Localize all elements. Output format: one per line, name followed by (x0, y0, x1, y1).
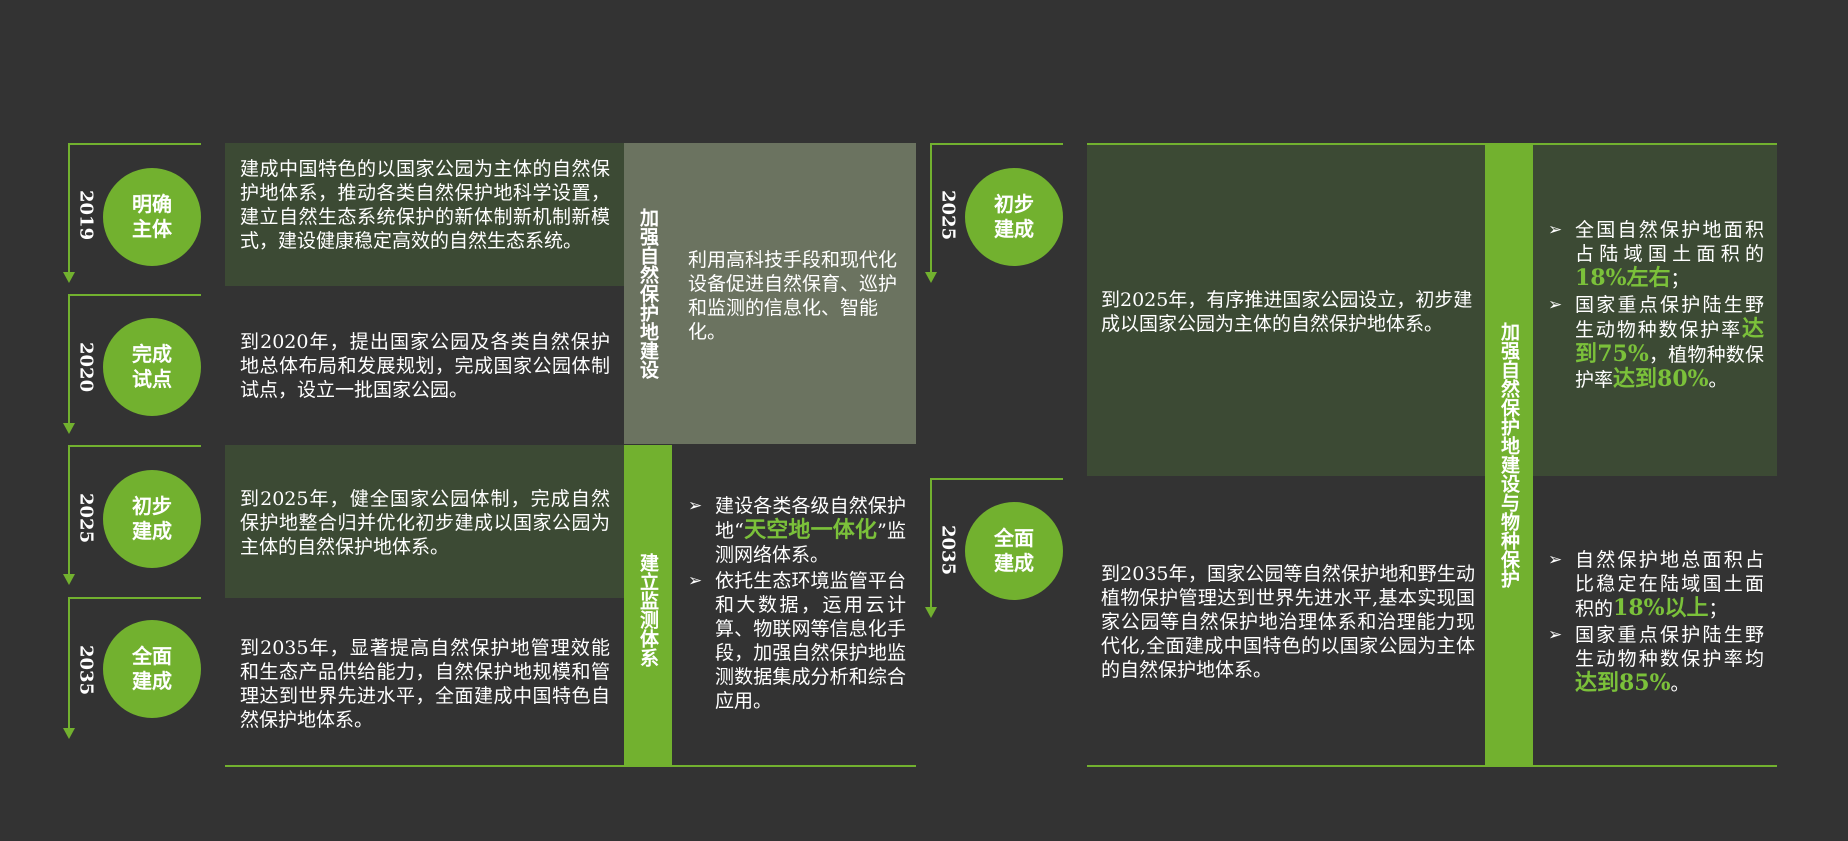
left-row2-text: 到2020年，提出国家公园及各类自然保护地总体布局和发展规划，完成国家公园体制试… (240, 331, 610, 401)
left-bracket-arrow-2 (63, 423, 75, 434)
right-top-line (1087, 143, 1777, 145)
right-circle-2-label: 全面建成 (994, 526, 1034, 575)
right-bracket-line-1 (930, 143, 932, 273)
right-year-2035: 2035 (937, 524, 959, 576)
right-bracket-line-2 (930, 478, 932, 608)
left-circle-4-label: 全面建成 (132, 644, 172, 693)
left-cat2-b1-highlight: 天空地一体化 (743, 517, 878, 543)
left-bracket-top-1 (68, 143, 201, 145)
left-cat2-title: 建立监测体系 (637, 553, 659, 667)
right-top-b1-post: ； (1670, 268, 1690, 290)
left-circle-1: 明确主体 (103, 168, 201, 266)
right-bottom-bullets: ➢ 自然保护地总面积占比稳定在陆域国土面积的18%以上； ➢ 国家重点保护陆生野生动… (1548, 548, 1764, 698)
left-circle-3: 初步建成 (103, 470, 201, 568)
right-top-bullet-2: ➢ 国家重点保护陆生野生动物种数保护率达到75%，植物种数保护率达到80%。 (1548, 293, 1764, 392)
right-bottom-bullet-2: ➢ 国家重点保护陆生野生动物种数保护率均达到85%。 (1548, 623, 1764, 696)
right-bottom-b1-highlight: 18%以上 (1613, 595, 1709, 621)
right-bottom-b1-post: ； (1708, 598, 1728, 620)
right-row1-text: 到2025年，有序推进国家公园设立，初步建成以国家公园为主体的自然保护地体系。 (1101, 289, 1473, 335)
right-circle-1-label: 初步建成 (994, 192, 1034, 241)
left-cat2-b1-pre: 建设各类各级自然保护地“ (715, 495, 906, 542)
right-top-b2-pre: 国家重点保护陆生野生动物种数保护率 (1575, 294, 1764, 341)
bullet-arrow-icon: ➢ (1548, 625, 1563, 645)
bullet-arrow-icon: ➢ (1548, 220, 1563, 240)
left-circle-2: 完成试点 (103, 318, 201, 416)
right-top-b2-mid: ，植物种数保护率 (1575, 344, 1764, 391)
left-circle-3-label: 初步建成 (132, 494, 172, 543)
right-top-b1-highlight: 18%左右 (1575, 265, 1671, 291)
left-circle-2-label: 完成试点 (132, 342, 172, 391)
left-bracket-line-2 (68, 294, 70, 424)
right-bottom-b2-highlight: 达到85% (1575, 670, 1671, 696)
left-bottom-line (225, 765, 916, 767)
left-row3-text: 到2025年，健全国家公园体制，完成自然保护地整合归并优化初步建成以国家公园为主… (240, 488, 610, 558)
left-bracket-top-4 (68, 597, 201, 599)
right-bracket-arrow-1 (925, 272, 937, 283)
right-top-b1-pre: 全国自然保护地面积占陆域国土面积的 (1575, 219, 1764, 265)
right-bracket-top-2 (930, 478, 1063, 480)
left-cat2-bullets: ➢ 建设各类各级自然保护地“天空地一体化”监测网络体系。 ➢ 依托生态环境监管平台和… (688, 494, 906, 715)
left-cat2-bullet-2: ➢ 依托生态环境监管平台和大数据，运用云计算、物联网等信息化手段，加强自然保护地监… (688, 569, 906, 713)
right-top-b2-highlight: 达到75% (1575, 316, 1764, 367)
right-category-bar (1485, 143, 1533, 765)
left-row4-text: 到2035年，显著提高自然保护地管理效能和生态产品供给能力，自然保护地规模和管理… (240, 637, 610, 731)
right-bottom-b2-pre: 国家重点保护陆生野生动物种数保护率均 (1575, 624, 1764, 670)
left-cat1-text: 利用高科技手段和现代化设备促进自然保育、巡护和监测的信息化、智能化。 (688, 249, 898, 343)
left-year-2019: 2019 (75, 189, 97, 241)
right-bottom-bullet-1: ➢ 自然保护地总面积占比稳定在陆域国土面积的18%以上； (1548, 548, 1764, 621)
right-bottom-b2-post: 。 (1670, 673, 1690, 695)
left-cat1-title: 加强自然保护地建设 (637, 207, 659, 379)
left-row1-band (225, 143, 624, 286)
right-category-title: 加强自然保护地建设与物种保护 (1498, 322, 1520, 588)
left-bracket-line-4 (68, 597, 70, 729)
left-year-2035: 2035 (75, 644, 97, 696)
right-top-bullet-1: ➢ 全国自然保护地面积占陆域国土面积的18%左右； (1548, 218, 1764, 291)
left-circle-4: 全面建成 (103, 620, 201, 718)
left-row3-band (225, 445, 624, 598)
left-bracket-top-2 (68, 294, 201, 296)
right-bracket-arrow-2 (925, 607, 937, 618)
left-circle-1-label: 明确主体 (132, 192, 172, 241)
left-cat2-b2-text: 依托生态环境监管平台和大数据，运用云计算、物联网等信息化手段，加强自然保护地监测… (715, 570, 906, 712)
right-top-band (1087, 143, 1777, 476)
left-cat2-bullet-1: ➢ 建设各类各级自然保护地“天空地一体化”监测网络体系。 (688, 494, 906, 567)
left-cat1-band (624, 143, 916, 444)
left-year-2025: 2025 (75, 492, 97, 544)
bullet-arrow-icon: ➢ (1548, 550, 1563, 570)
left-row1-text: 建成中国特色的以国家公园为主体的自然保护地体系，推动各类自然保护地科学设置，建立… (240, 158, 610, 252)
left-bracket-top-3 (68, 445, 201, 447)
left-bracket-arrow-4 (63, 728, 75, 739)
left-bracket-line-1 (68, 143, 70, 273)
right-top-b2-post: 。 (1708, 369, 1728, 391)
right-top-bullets: ➢ 全国自然保护地面积占陆域国土面积的18%左右； ➢ 国家重点保护陆生野生动物种数… (1548, 218, 1764, 394)
right-circle-1: 初步建成 (965, 168, 1063, 266)
left-year-2020: 2020 (75, 341, 97, 393)
left-cat2-title-bar (624, 445, 672, 766)
right-circle-2: 全面建成 (965, 502, 1063, 600)
left-bracket-arrow-1 (63, 272, 75, 283)
right-bottom-line (1087, 765, 1777, 767)
right-bottom-b1-pre: 自然保护地总面积占比稳定在陆域国土面积的 (1575, 549, 1764, 620)
left-bracket-line-3 (68, 445, 70, 575)
left-cat2-b1-post: ”监测网络体系。 (715, 520, 906, 566)
left-bracket-arrow-3 (63, 574, 75, 585)
bullet-arrow-icon: ➢ (1548, 295, 1563, 315)
right-year-2025: 2025 (937, 189, 959, 241)
right-top-b2-highlight-2: 达到80% (1613, 366, 1709, 392)
right-row2-text: 到2035年，国家公园等自然保护地和野生动植物保护管理达到世界先进水平,基本实现… (1101, 563, 1475, 681)
bullet-arrow-icon: ➢ (688, 571, 703, 591)
right-bracket-top-1 (930, 143, 1063, 145)
bullet-arrow-icon: ➢ (688, 496, 703, 516)
